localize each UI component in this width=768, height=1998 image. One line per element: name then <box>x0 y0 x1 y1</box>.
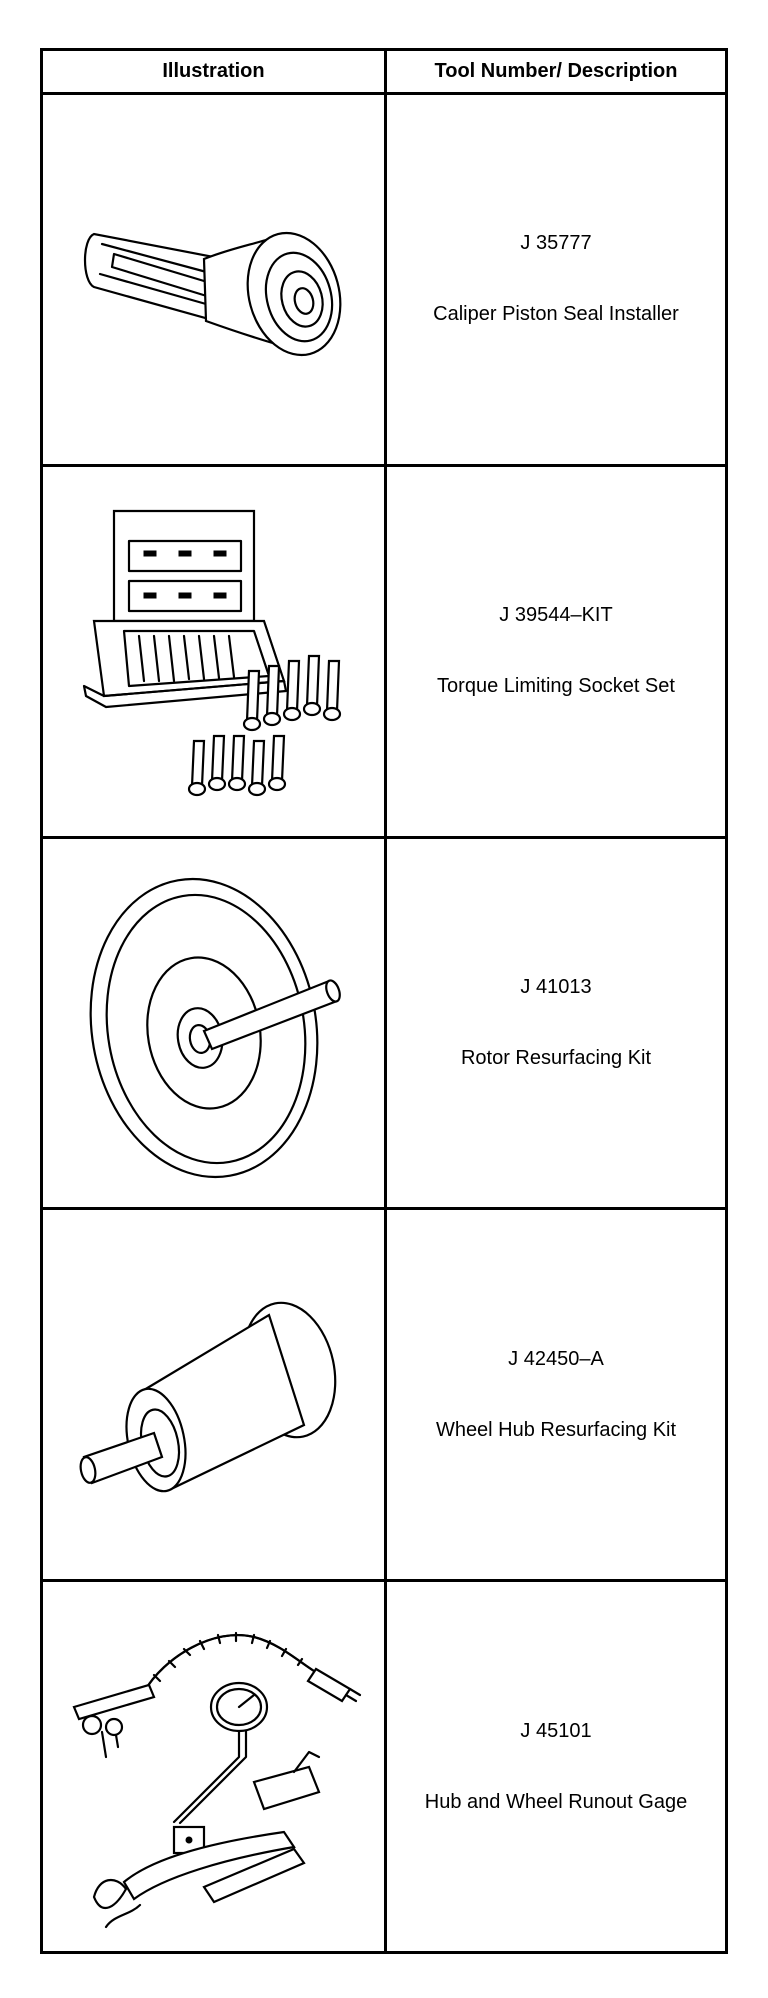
table-row: J 41013 Rotor Resurfacing Kit <box>43 838 725 1211</box>
table-row: J 42450–A Wheel Hub Resurfacing Kit <box>43 1210 725 1583</box>
description-cell: J 35777 Caliper Piston Seal Installer <box>387 95 725 464</box>
illustration-cell <box>43 838 387 1208</box>
tool-description: Caliper Piston Seal Installer <box>433 303 679 326</box>
table-row: J 39544–KIT Torque Limiting Socket Set <box>43 466 725 839</box>
tool-description: Rotor Resurfacing Kit <box>460 1046 652 1069</box>
tool-number: J 39544–KIT <box>499 604 613 627</box>
tool-number: J 35777 <box>520 232 592 255</box>
tool-description: Hub and Wheel Runout Gage <box>424 1790 688 1813</box>
tool-description: Wheel Hub Resurfacing Kit <box>435 1418 677 1441</box>
tool-description: Torque Limiting Socket Set <box>437 675 675 698</box>
tool-number: J 45101 <box>520 1719 592 1742</box>
illustration-cell <box>43 1210 387 1580</box>
header-description: Tool Number/ Description <box>434 60 678 82</box>
tool-number: J 42450–A <box>508 1347 604 1370</box>
description-cell: J 42450–A Wheel Hub Resurfacing Kit <box>387 1210 725 1579</box>
table-row: J 45101 Hub and Wheel Runout Gage <box>43 1582 725 1951</box>
description-cell: J 41013 Rotor Resurfacing Kit <box>387 839 725 1208</box>
illustration-cell <box>43 466 387 836</box>
description-cell: J 39544–KIT Torque Limiting Socket Set <box>387 467 725 836</box>
rotor-disc-icon <box>89 877 341 1179</box>
illustration-cell <box>43 1582 387 1951</box>
hub-cylinder-icon <box>79 1301 336 1493</box>
seal-installer-icon <box>83 232 341 357</box>
table-header-row: Illustration Tool Number/ Description <box>43 51 725 95</box>
special-tools-table: Illustration Tool Number/ Description J … <box>40 48 728 1954</box>
table-row: J 35777 Caliper Piston Seal Installer <box>43 95 725 467</box>
tool-number: J 41013 <box>520 975 592 998</box>
illustration-cell <box>43 95 387 464</box>
header-illustration: Illustration <box>43 51 387 92</box>
socket-set-case-icon <box>82 510 341 797</box>
description-cell: J 45101 Hub and Wheel Runout Gage <box>387 1582 725 1951</box>
dial-gauge-icon <box>72 1631 361 1928</box>
